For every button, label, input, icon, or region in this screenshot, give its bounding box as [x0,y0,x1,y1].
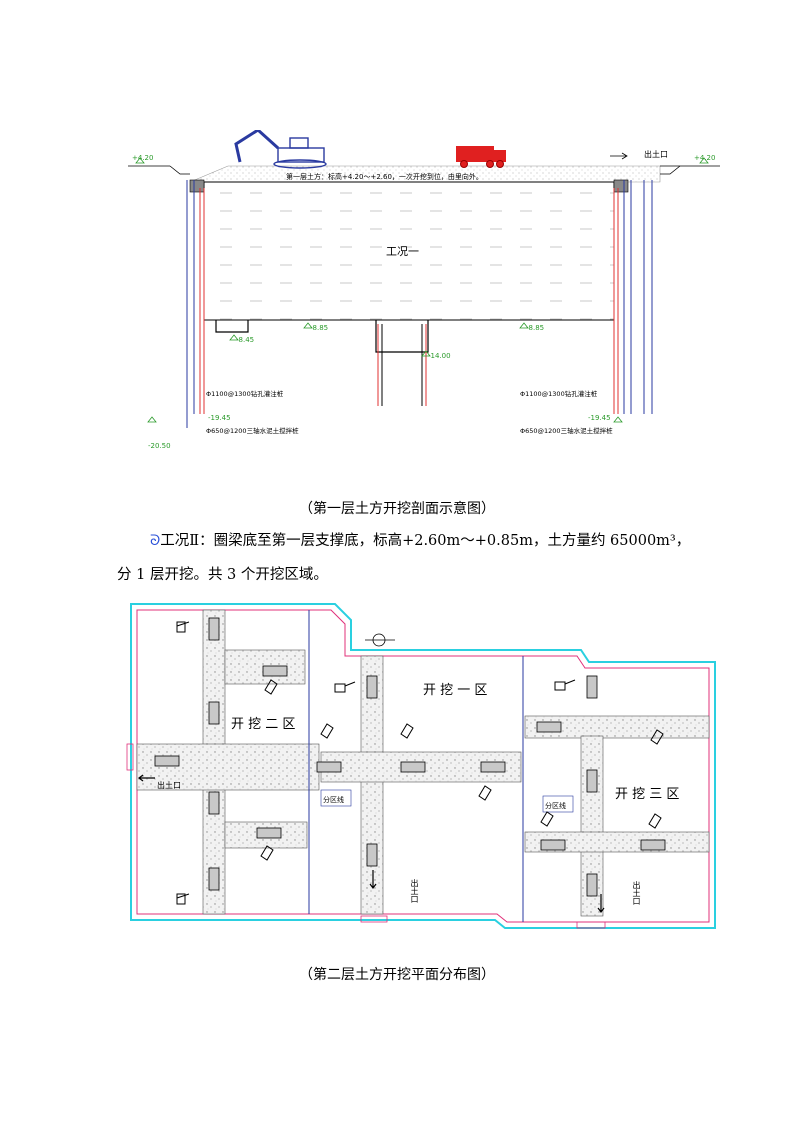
pile-note-left: Φ1100@1300钻孔灌注桩 [206,389,284,398]
section-zone-label: 工况一 [386,245,419,258]
level-2050: -20.50 [148,442,171,450]
level-1945-left: -19.45 [208,414,231,422]
exit-bottom-2-label: 出土口 [617,880,641,905]
exit-arrow-bottom-1-icon [369,870,377,889]
section-top-note: 第一层土方：标高+4.20～+2.60，一次开挖到位，由里向外。 [286,172,483,181]
excavator-icon [234,130,327,169]
exit-arrow-left-icon [138,774,155,782]
pit-center [375,320,429,353]
exit-arrow-bottom-2-icon [597,894,605,913]
exit-bottom-1-text: 出土口 [395,878,419,903]
section-exit-label: 出土口 [644,149,668,159]
level-885-left: -8.85 [310,324,328,332]
exit-left-label: 出土口 [157,780,181,790]
paragraph-line-1: ᘐ工况Ⅱ：圈梁底至第一层支撑底，标高+2.60m～+0.85m，土方量约 650… [150,529,690,550]
paragraph-line-1-text: 工况Ⅱ：圈梁底至第一层支撑底，标高+2.60m～+0.85m，土方量约 6500… [160,533,691,549]
zone-2-label: 开 挖 二 区 [231,717,295,732]
divider-left-label: 分区线 [323,795,344,804]
pit-left [215,320,249,333]
site-boundary-outer [130,603,716,929]
dump-truck-icon [456,146,506,168]
section-mark-icon: ᘐ [150,533,161,549]
site-boundary-inner [136,609,710,923]
level-1400: -14.00 [428,352,451,360]
paragraph-line-2: 分 1 层开挖。共 3 个开挖区域。 [117,567,328,583]
exit-bottom-1-label: 出土口 [395,878,419,903]
level-top-right: +4.20 [694,154,715,162]
divider-right-label: 分区线 [545,801,566,810]
exit-bottom-2-text: 出土口 [617,880,641,905]
excavation-section-diagram: 第一层土方：标高+4.20～+2.60，一次开挖到位，由里向外。 工况一 出土口… [128,130,720,450]
crown-beam-right [613,179,629,193]
zone-3-label: 开 挖 三 区 [615,787,679,802]
mix-note-right: Φ650@1200三轴水泥土搅拌桩 [520,426,613,435]
excavator-icons [176,621,664,905]
crown-beam-left [189,179,205,193]
level-top-left: +4.20 [132,154,153,162]
north-arrow-icon [365,633,395,647]
truck-icons [154,617,666,897]
level-1945-right: -19.45 [588,414,611,422]
section-caption: （第一层土方开挖剖面示意图） [299,501,495,517]
excavation-plan-diagram: 开 挖 一 区 开 挖 二 区 开 挖 三 区 分区线 分区线 出土口 出土口 … [126,603,716,929]
level-845: -8.45 [236,336,254,344]
plan-caption: （第二层土方开挖平面分布图） [299,967,495,983]
mix-note-left: Φ650@1200三轴水泥土搅拌桩 [206,426,299,435]
excavation-body [203,181,615,321]
level-885-right: -8.85 [526,324,544,332]
pile-note-right: Φ1100@1300钻孔灌注桩 [520,389,598,398]
zone-1-label: 开 挖 一 区 [423,683,487,698]
exit-arrow-icon [610,152,628,160]
